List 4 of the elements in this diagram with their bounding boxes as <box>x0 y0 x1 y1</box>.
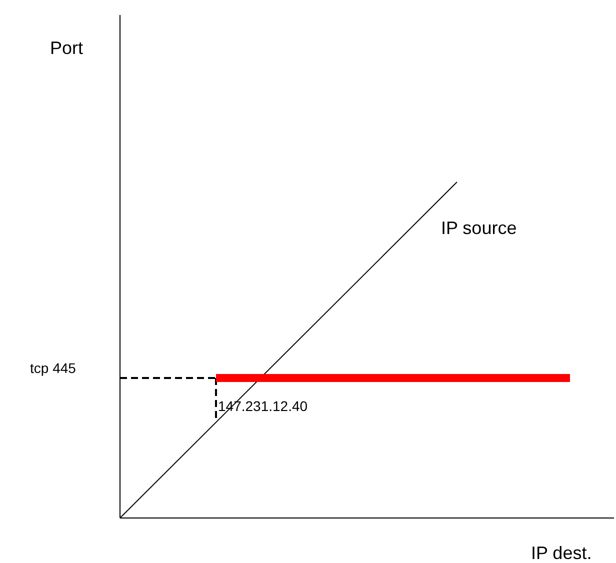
port-label: tcp 445 <box>30 360 76 376</box>
axis-label: IP source <box>441 218 517 239</box>
axis-label: IP dest. <box>531 543 592 563</box>
axis-label: Port <box>50 38 84 59</box>
